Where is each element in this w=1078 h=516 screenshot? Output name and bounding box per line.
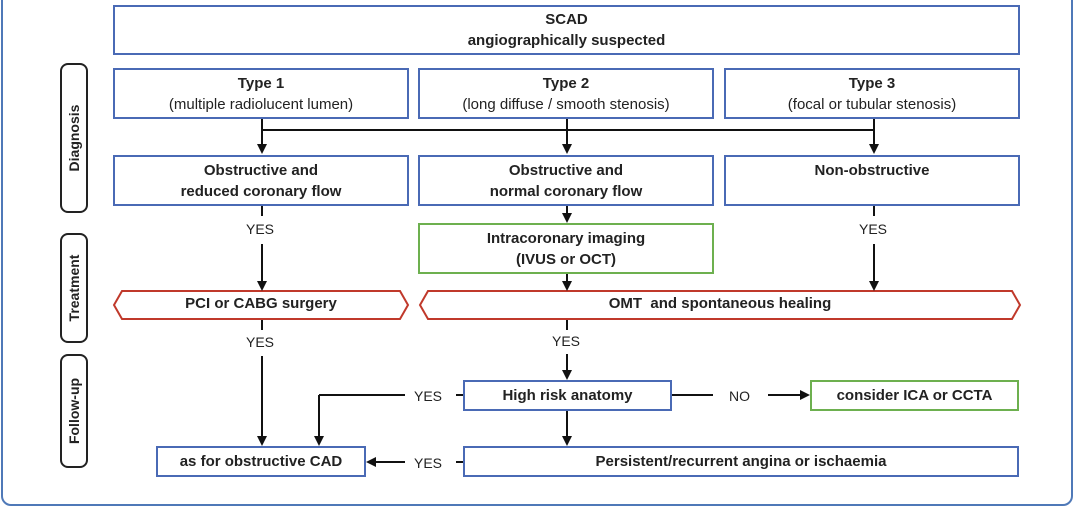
- persistent-angina-box: Persistent/recurrent angina or ischaemia: [463, 446, 1019, 477]
- diagnosis-side-label: Diagnosis: [60, 63, 88, 213]
- yes-label-type1: YES: [246, 221, 275, 237]
- high-risk-anatomy-box: High risk anatomy: [463, 380, 672, 411]
- scad-header-box: SCAD angiographically suspected: [113, 5, 1020, 55]
- non-obstructive-box: Non-obstructive: [724, 155, 1020, 206]
- reduced-flow-box: Obstructive and reduced coronary flow: [113, 155, 409, 206]
- omt-label: OMT and spontaneous healing: [608, 295, 832, 312]
- yes-label-persistent: YES: [414, 455, 443, 471]
- scad-title: SCAD: [545, 11, 588, 28]
- consider-ica-ccta-box: consider ICA or CCTA: [810, 380, 1019, 411]
- type1-box: Type 1 (multiple radiolucent lumen): [113, 68, 409, 119]
- as-for-obstructive-cad-box: as for obstructive CAD: [156, 446, 366, 477]
- no-label-highrisk: NO: [729, 388, 750, 404]
- normal-flow-box: Obstructive and normal coronary flow: [418, 155, 714, 206]
- yes-label-pci: YES: [246, 334, 275, 350]
- scad-subtitle: angiographically suspected: [467, 32, 666, 49]
- omt-banner-shape: [418, 290, 1022, 320]
- yes-label-type3: YES: [859, 221, 888, 237]
- intracoronary-imaging-box: Intracoronary imaging (IVUS or OCT): [418, 223, 714, 274]
- pci-cabg-label: PCI or CABG surgery: [185, 295, 337, 312]
- yes-label-highrisk: YES: [414, 388, 443, 404]
- type2-box: Type 2 (long diffuse / smooth stenosis): [418, 68, 714, 119]
- type3-box: Type 3 (focal or tubular stenosis): [724, 68, 1020, 119]
- pci-banner-shape: [112, 290, 410, 320]
- outer-frame: [1, 0, 1073, 506]
- treatment-side-label: Treatment: [60, 233, 88, 343]
- yes-label-omt: YES: [552, 333, 581, 349]
- followup-side-label: Follow-up: [60, 354, 88, 468]
